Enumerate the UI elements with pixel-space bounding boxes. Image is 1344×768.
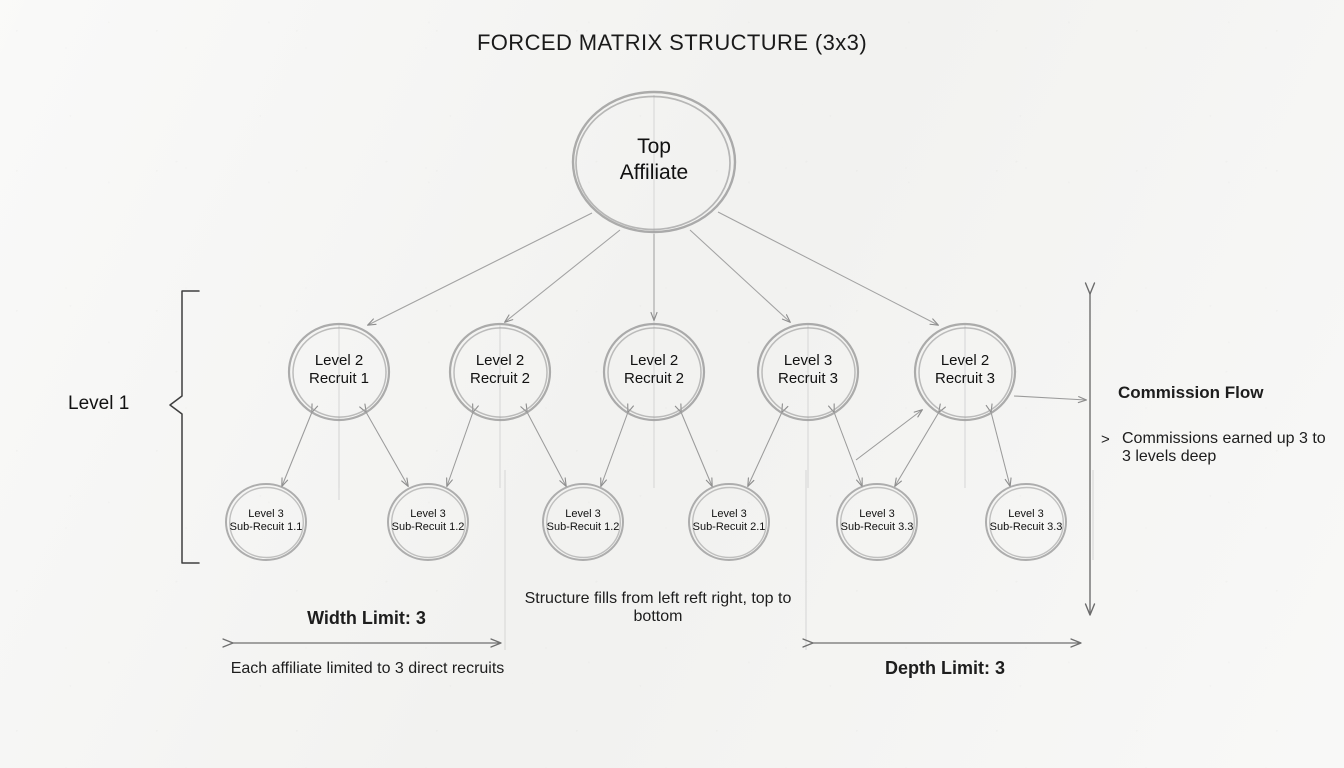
cross-link-arrow: [855, 409, 923, 461]
depth-limit-title: Depth Limit: 3: [885, 658, 1005, 678]
level2-to-level3-arrows: [281, 403, 1012, 488]
width-limit-title: Width Limit: 3: [307, 608, 426, 628]
page-title: FORCED MATRIX STRUCTURE (3x3): [476, 30, 868, 55]
level1-bracket-label: Level 1: [68, 393, 130, 414]
fill-order-note: Structure fills from left reft right, to…: [524, 590, 792, 625]
commission-flow-title: Commission Flow: [1118, 383, 1264, 402]
commission-flow-text: Commissions earned up 3 to 3 levels deep: [1122, 430, 1326, 465]
level1-bracket: [169, 290, 200, 564]
commission-flow-bullet-icon: >: [1101, 431, 1110, 448]
width-limit-subtext: Each affiliate limited to 3 direct recru…: [230, 660, 505, 677]
root-to-level2-arrows: [367, 211, 939, 326]
guide-lines: [338, 95, 1094, 650]
node-shapes: [225, 90, 1067, 561]
commission-horizontal-arrow: [1013, 395, 1088, 404]
